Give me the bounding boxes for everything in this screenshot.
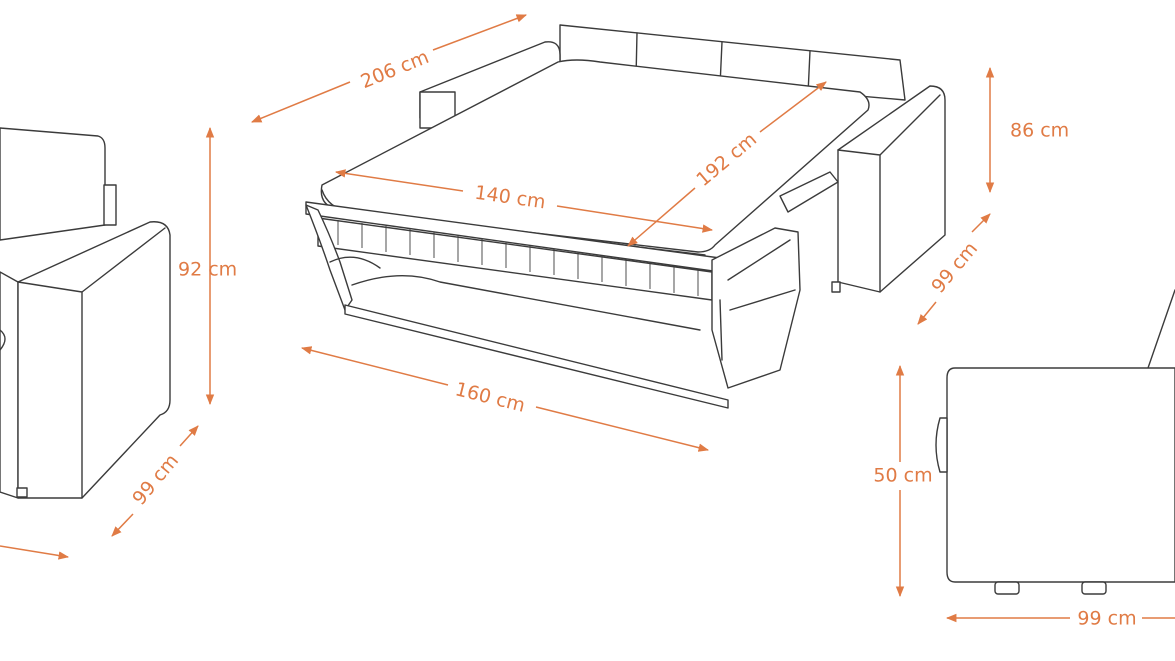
label-width-open: 160 cm [453,378,527,417]
label-height-armchair: 92 cm [178,259,237,281]
label-depth-sofa-right: 99 cm [927,238,982,297]
dimension-height-back-right: 86 cm [985,66,1069,194]
chair-right-drawing [935,289,1175,595]
label-width-total: 206 cm [358,46,432,93]
label-height-back-right: 86 cm [1010,120,1069,142]
sofa-bed-drawing [305,24,946,409]
dimension-height-armchair: 92 cm [178,126,237,406]
label-side-depth: 99 cm [1077,608,1136,630]
dimension-seat-height: 50 cm [872,364,934,598]
label-depth-armchair: 99 cm [128,450,183,509]
armchair-left-drawing [0,127,171,499]
label-seat-height: 50 cm [873,465,932,487]
dimension-side-depth: 99 cm [945,608,1175,630]
dimension-width-open: 160 cm [300,346,710,452]
